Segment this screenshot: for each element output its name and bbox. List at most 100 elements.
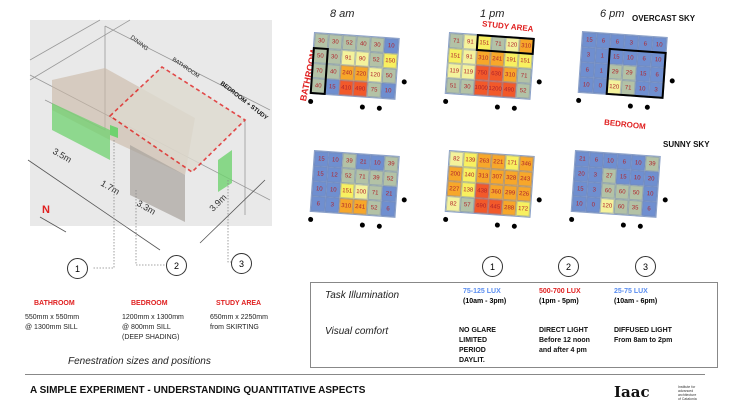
grid-cell: 139: [462, 152, 478, 168]
room-highlight-outline: [605, 47, 667, 99]
grid-cell: 120: [599, 197, 615, 214]
grid-cell: 12: [326, 167, 342, 183]
criteria-number-3: 3: [635, 256, 656, 277]
spec-line: 550mm x 550mm: [25, 314, 80, 321]
bedroom-study-outline: [108, 65, 247, 174]
grid-cell: 151: [517, 52, 533, 69]
window-marker-dot: [637, 223, 644, 229]
callout-3: 3: [231, 253, 252, 274]
spec-bedroom: BEDROOM 1200mm x 1300mm @ 800mm SILL (DE…: [122, 300, 184, 343]
grid-cell: 241: [352, 198, 368, 215]
north-label: N: [42, 204, 50, 216]
grid-cell: 10: [325, 181, 341, 198]
window-marker-dot: [568, 216, 575, 223]
grid-cell: 91: [340, 49, 356, 66]
logo-sub-line: of Catalonia: [678, 397, 697, 401]
grid-cell: 10: [369, 154, 385, 171]
window-marker-dot: [536, 79, 542, 85]
lux-range: 500-700 LUX: [539, 288, 581, 295]
criteria-number-2: 2: [558, 256, 579, 277]
spec-title: BEDROOM: [131, 300, 168, 307]
criteria-number-1: 1: [482, 256, 503, 277]
visual-line: and after 4 pm: [539, 347, 587, 354]
grid-cell: 490: [352, 80, 368, 97]
window-marker-dot: [376, 223, 383, 229]
fenestration-caption: Fenestration sizes and positions: [68, 356, 211, 367]
callout-2: 2: [166, 255, 187, 276]
grid-cell: 10: [571, 195, 587, 212]
visual-line: DAYLIT.: [459, 357, 485, 364]
visual-comfort-label: Visual comfort: [325, 326, 389, 337]
grid-cell: 10: [630, 154, 646, 171]
visual-line: Before 12 noon: [539, 337, 590, 344]
grid-cell: 52: [368, 51, 384, 68]
grid-cell: 50: [628, 184, 644, 201]
window-marker-dot: [662, 197, 668, 203]
grid-cell: 750: [474, 64, 490, 81]
lux-time: (10am - 6pm): [614, 298, 658, 305]
visual-2: DIRECT LIGHT Before 12 noon and after 4 pm: [539, 326, 590, 356]
grid-cell: 82: [448, 151, 464, 168]
spec-bathroom: BATHROOM 550mm x 550mm @ 1300mm SILL: [25, 300, 79, 333]
grid-cell: 690: [473, 197, 489, 214]
footer-divider: [25, 374, 705, 375]
grid-cell: 71: [367, 184, 383, 201]
grid-cell: 82: [445, 195, 461, 212]
window-marker-dot: [494, 222, 501, 228]
partition-wall: [130, 145, 185, 222]
visual-line: DIFFUSED LIGHT: [614, 327, 672, 334]
spec-lines: 550mm x 550mm @ 1300mm SILL: [25, 313, 79, 333]
grid-cell: 52: [382, 170, 398, 187]
grid-cell: 3: [586, 181, 602, 198]
visual-line: DIRECT LIGHT: [539, 327, 588, 334]
spec-study-area: STUDY AREA 650mm x 2250mm from SKIRTING: [210, 300, 268, 333]
window-marker-dot: [494, 104, 501, 110]
grid-cell: 40: [325, 63, 341, 80]
criteria-table: Task Illumination Visual comfort 75-125 …: [310, 282, 718, 368]
lux-time: (10am - 3pm): [463, 298, 507, 305]
grid-cell: 410: [338, 79, 354, 96]
spec-title: BATHROOM: [34, 300, 75, 307]
lux-time: (1pm - 5pm): [539, 298, 579, 305]
grid-cell: 30: [369, 36, 385, 53]
grid-cell: 220: [353, 65, 369, 82]
grid-cell: 52: [340, 167, 356, 184]
task-3: 25-75 LUX (10am - 6pm): [614, 287, 657, 307]
grid-cell: 172: [515, 200, 531, 217]
grid-cell: 51: [445, 77, 461, 94]
grid-cell: 3: [580, 47, 596, 63]
grid-cell: 30: [326, 49, 342, 65]
study-window: [218, 150, 232, 192]
grid-cell: 0: [585, 196, 601, 213]
window-marker-dot: [359, 104, 366, 110]
grid-cell: 50: [381, 67, 397, 84]
spec-line: @ 1300mm SILL: [25, 324, 78, 331]
lux-range: 25-75 LUX: [614, 288, 648, 295]
footer-title: A SIMPLE EXPERIMENT - UNDERSTANDING QUAN…: [30, 385, 366, 396]
grid-cell: 191: [503, 51, 519, 68]
grid-cell: 151: [447, 48, 463, 64]
grid-cell: 630: [488, 65, 504, 82]
grid-cell: 60: [613, 198, 629, 215]
task-2: 500-700 LUX (1pm - 5pm): [539, 287, 581, 307]
grid-cell: 30: [327, 34, 343, 50]
grid-cell: 39: [341, 153, 357, 169]
grid-cell: 313: [475, 167, 491, 184]
visual-line: PERIOD: [459, 347, 486, 354]
grid-cell: 328: [503, 169, 519, 186]
grid-cell: 299: [502, 184, 518, 201]
grid-cell: 52: [366, 199, 382, 216]
dimension-line: [27, 159, 161, 251]
window-marker-dot: [442, 216, 449, 223]
window-marker-dot: [376, 105, 383, 111]
window-marker-dot: [307, 98, 314, 105]
grid-cell: 10: [383, 37, 399, 54]
lux-range: 75-125 LUX: [463, 288, 501, 295]
spec-lines: 1200mm x 1300mm @ 800mm SILL (DEEP SHADI…: [122, 313, 184, 343]
grid-cell: 100: [353, 183, 369, 200]
grid-cell: 35: [627, 199, 643, 216]
